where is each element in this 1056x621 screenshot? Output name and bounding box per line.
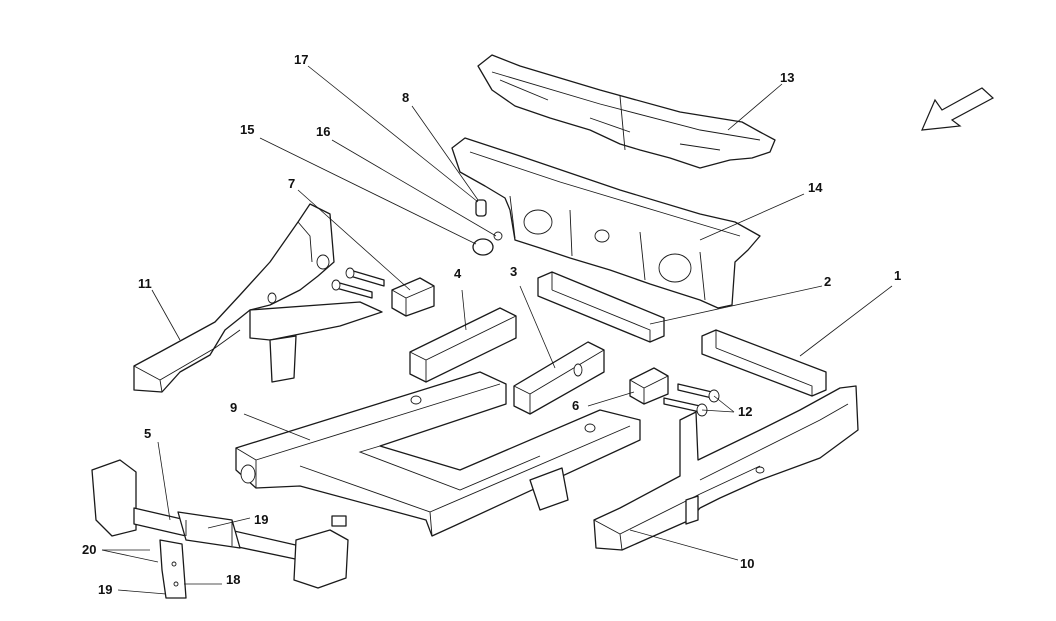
part-11-left-front-rail [133,203,383,393]
callout-18: 18 [226,572,240,587]
part-6-bracket [629,367,669,405]
part-5-cross-member [91,459,349,589]
callout-9: 9 [230,400,237,415]
callout-2: 2 [824,274,831,289]
callout-8: 8 [402,90,409,105]
callout-3: 3 [510,264,517,279]
callout-20: 20 [82,542,96,557]
part-4-box-beam [409,307,517,383]
part-7-bracket [391,277,435,317]
callout-17: 17 [294,52,308,67]
callout-labels: 1 2 3 4 5 6 7 8 9 10 11 12 13 14 15 16 1… [82,52,901,597]
callout-1: 1 [894,268,901,283]
part-12-bolts [663,383,720,417]
part-3-box-beam [513,341,605,415]
part-14-bulkhead [451,137,761,309]
callout-16: 16 [316,124,330,139]
callout-12: 12 [738,404,752,419]
part-17-nut [493,231,503,241]
part-8-clip [475,199,487,217]
part-18-bracket [159,539,187,599]
part-16-cap [472,238,494,256]
part-1-beam [701,329,827,397]
part-2-beam [537,271,665,343]
part-10-right-front-rail [593,385,859,551]
bolts-near-part-7 [331,267,385,299]
part-13-upper-cowl [477,54,776,169]
callout-13: 13 [780,70,794,85]
callout-5: 5 [144,426,151,441]
callout-7: 7 [288,176,295,191]
callout-6: 6 [572,398,579,413]
callout-14: 14 [808,180,823,195]
callout-15: 15 [240,122,254,137]
callout-4: 4 [454,266,462,281]
callout-19-upper: 19 [254,512,268,527]
callout-10: 10 [740,556,754,571]
direction-arrow-icon [921,87,995,131]
callout-11: 11 [138,276,152,291]
leader-lines [101,65,893,595]
callout-19-lower: 19 [98,582,112,597]
part-9-subframe [235,371,641,537]
